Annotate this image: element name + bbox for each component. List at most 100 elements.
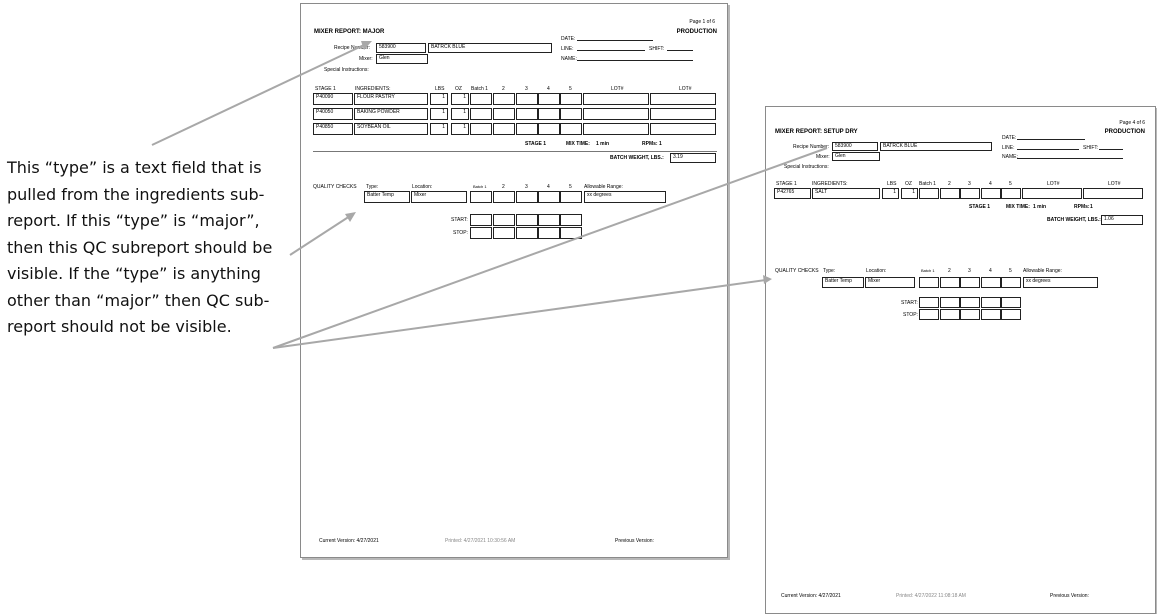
batch-cell[interactable]: [560, 93, 582, 105]
ingredient-lbs: 1: [430, 123, 448, 135]
batch-cell[interactable]: [940, 188, 960, 199]
ingredient-oz: 1: [451, 108, 469, 120]
name-label: NAME:: [1002, 154, 1018, 160]
stop-cell[interactable]: [981, 309, 1001, 320]
start-cell[interactable]: [960, 297, 980, 308]
batch-cell[interactable]: [538, 123, 560, 135]
annotation-line: This “type” is a text field that is: [7, 158, 262, 177]
start-cell[interactable]: [560, 214, 582, 226]
recipe-name-field[interactable]: BATRCK BLUE: [880, 142, 992, 151]
mixer-field[interactable]: Glen: [832, 152, 880, 161]
batch-cell[interactable]: [560, 108, 582, 120]
stop-cell[interactable]: [516, 227, 538, 239]
qc-cell[interactable]: [1001, 277, 1021, 288]
col2-header: 2: [948, 181, 951, 187]
batch-cell[interactable]: [516, 93, 538, 105]
qc-cell[interactable]: [940, 277, 960, 288]
batch-cell[interactable]: [516, 123, 538, 135]
start-cell[interactable]: [940, 297, 960, 308]
start-cell[interactable]: [493, 214, 515, 226]
shift-label: SHIFT:: [1083, 145, 1099, 151]
lot-cell[interactable]: [1022, 188, 1082, 199]
lot-cell[interactable]: [583, 123, 649, 135]
footer-printed: Printed: 4/27/2021 10:30:56 AM: [445, 538, 516, 544]
lot-cell[interactable]: [583, 108, 649, 120]
stop-cell[interactable]: [1001, 309, 1021, 320]
date-field[interactable]: [1017, 139, 1085, 140]
qc-cell[interactable]: [919, 277, 939, 288]
stop-cell[interactable]: [538, 227, 560, 239]
date-field[interactable]: [577, 40, 653, 41]
qc-location-label: Location:: [412, 184, 433, 190]
line-label: LINE:: [1002, 145, 1015, 151]
qc-cell[interactable]: [960, 277, 980, 288]
recipe-name-field[interactable]: BATRCK BLUE: [428, 43, 552, 53]
stop-label: STOP:: [453, 230, 468, 236]
batch-cell[interactable]: [493, 93, 515, 105]
qc-col4-header: 4: [547, 184, 550, 190]
lot-cell[interactable]: [650, 93, 716, 105]
batch-cell[interactable]: [470, 93, 492, 105]
qc-cell[interactable]: [560, 191, 582, 203]
batch-cell[interactable]: [538, 108, 560, 120]
name-field[interactable]: [577, 60, 693, 61]
start-cell[interactable]: [538, 214, 560, 226]
recipe-number-field[interactable]: 583900: [832, 142, 878, 151]
lot-cell[interactable]: [583, 93, 649, 105]
batch-cell[interactable]: [470, 108, 492, 120]
mix-time-value: 1 min: [1033, 204, 1047, 210]
ingredient-name: BAKING POWDER: [354, 108, 428, 120]
qc-cell[interactable]: [516, 191, 538, 203]
lot-header: LOT#: [611, 86, 624, 92]
qc-cell[interactable]: [470, 191, 492, 203]
batch-cell[interactable]: [538, 93, 560, 105]
start-cell[interactable]: [516, 214, 538, 226]
stop-cell[interactable]: [560, 227, 582, 239]
report-title: MIXER REPORT: SETUP DRY: [775, 129, 858, 135]
annotation-line: pulled from the ingredients sub-: [7, 184, 265, 204]
shift-field[interactable]: [1099, 149, 1123, 150]
lot-cell[interactable]: [1083, 188, 1143, 199]
stop-cell[interactable]: [940, 309, 960, 320]
stop-cell[interactable]: [960, 309, 980, 320]
line-field[interactable]: [1017, 149, 1079, 150]
batch-weight-label: BATCH WEIGHT, LBS.:: [610, 155, 664, 161]
report-page-setup-dry: Page 4 of 6 MIXER REPORT: SETUP DRY PROD…: [765, 106, 1156, 614]
start-cell[interactable]: [470, 214, 492, 226]
batch1-header: Batch 1: [919, 181, 936, 187]
lot-cell[interactable]: [650, 123, 716, 135]
col4-header: 4: [989, 181, 992, 187]
batch-cell[interactable]: [493, 108, 515, 120]
recipe-number-field[interactable]: 583900: [376, 43, 426, 53]
line-field[interactable]: [577, 50, 645, 51]
qc-cell[interactable]: [981, 277, 1001, 288]
start-cell[interactable]: [919, 297, 939, 308]
batch-cell[interactable]: [960, 188, 980, 199]
col5-header: 5: [1009, 181, 1012, 187]
footer-current-version: Current Version: 4/27/2021: [319, 538, 379, 544]
batch-cell[interactable]: [493, 123, 515, 135]
ingredient-code: P40050: [313, 108, 353, 120]
batch-cell[interactable]: [560, 123, 582, 135]
stop-cell[interactable]: [470, 227, 492, 239]
qc-batch1-header: Batch 1: [473, 184, 487, 189]
start-cell[interactable]: [981, 297, 1001, 308]
stop-cell[interactable]: [919, 309, 939, 320]
batch-cell[interactable]: [981, 188, 1001, 199]
qc-cell[interactable]: [493, 191, 515, 203]
batch-cell[interactable]: [919, 188, 939, 199]
shift-field[interactable]: [667, 50, 693, 51]
ingredient-oz: 1: [901, 188, 918, 199]
batch-cell[interactable]: [1001, 188, 1021, 199]
start-cell[interactable]: [1001, 297, 1021, 308]
qc-range-value: xx degrees: [584, 191, 666, 203]
qc-cell[interactable]: [538, 191, 560, 203]
name-field[interactable]: [1017, 158, 1123, 159]
batch-cell[interactable]: [516, 108, 538, 120]
qc-range-value: xx degrees: [1023, 277, 1098, 288]
lot-cell[interactable]: [650, 108, 716, 120]
mixer-field[interactable]: Glen: [376, 54, 428, 64]
date-label: DATE:: [561, 36, 576, 42]
stop-cell[interactable]: [493, 227, 515, 239]
batch-cell[interactable]: [470, 123, 492, 135]
